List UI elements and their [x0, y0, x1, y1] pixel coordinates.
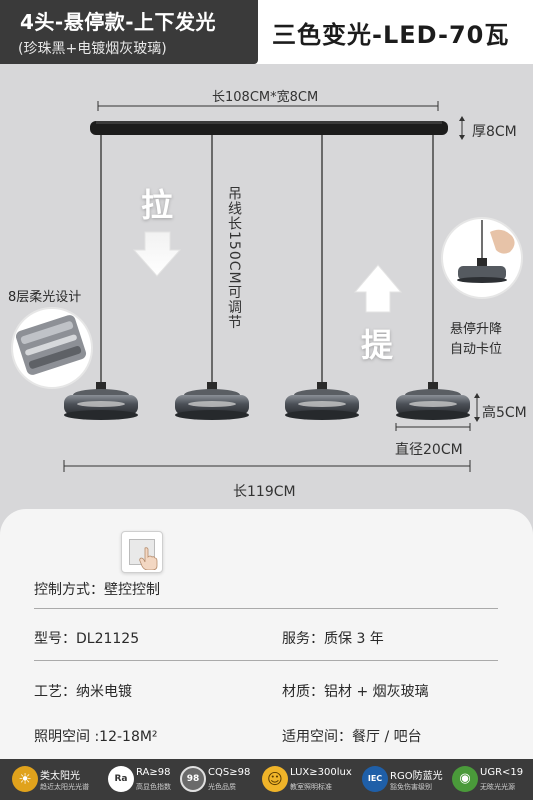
feature-title: RA≥98: [136, 767, 171, 778]
sun-icon: ☀: [12, 766, 38, 792]
divider: [34, 660, 498, 661]
layers-label: 8层柔光设计: [8, 290, 82, 305]
spec-panel: 控制方式：壁控控制 型号：DL21125 服务：质保 3 年 工艺：纳米电镀 材…: [0, 509, 533, 759]
hover-detail-icon: [441, 217, 523, 299]
arrow-up-icon: [353, 264, 403, 313]
feature-lux: ☺ LUX≥300lux 教室照明标准: [262, 763, 354, 797]
feature-sunlight: ☀ 类太阳光 趋近太阳光光谱: [12, 763, 96, 797]
material-spec: 材质：铝材 + 烟灰玻璃: [282, 684, 429, 700]
area-spec: 照明空间 :12-18M²: [34, 729, 158, 745]
feature-ra: Ra RA≥98 高显色指数: [108, 763, 178, 797]
top-width-dimension: 长108CM*宽8CM: [212, 90, 319, 105]
iec-icon: IEC: [362, 766, 388, 792]
feature-desc: 无眩光光源: [480, 783, 515, 791]
lift-label: 提: [361, 326, 394, 364]
feature-bar: ☀ 类太阳光 趋近太阳光光谱 Ra RA≥98 高显色指数 98 CQS≥98 …: [0, 759, 533, 800]
total-length-dimension: 长119CM: [233, 484, 296, 500]
smile-icon: ☺: [262, 766, 288, 792]
cqs-icon: 98: [180, 766, 206, 792]
pendant-lamp: [64, 382, 138, 420]
ceiling-canopy: [90, 121, 448, 135]
feature-desc: 豁免伤害级别: [390, 783, 432, 791]
feature-title: 类太阳光: [40, 771, 80, 782]
thickness-dimension: 厚8CM: [472, 124, 517, 140]
hover-label-line2: 自动卡位: [450, 342, 503, 357]
lamp-illustration: [11, 101, 523, 472]
header-title-block: 4头-悬停款-上下发光 (珍珠黑+电镀烟灰玻璃): [0, 0, 258, 64]
space-spec: 适用空间：餐厅 / 吧台: [282, 729, 422, 745]
feature-title: CQS≥98: [208, 767, 251, 778]
pendant-lamp: [175, 382, 249, 420]
craft-spec: 工艺：纳米电镀: [34, 684, 132, 700]
feature-ugr: ◉ UGR<19 无眩光光源: [452, 763, 530, 797]
feature-desc: 趋近太阳光光谱: [40, 783, 89, 791]
lamp-diameter-dimension: 直径20CM: [395, 442, 463, 458]
service-spec: 服务：质保 3 年: [282, 631, 384, 647]
ra-icon: Ra: [108, 766, 134, 792]
divider: [34, 608, 498, 609]
pendant-lamp: [396, 382, 470, 420]
feature-desc: 教室照明标准: [290, 783, 332, 791]
layers-detail-icon: [11, 307, 93, 389]
product-title: 4头-悬停款-上下发光: [20, 10, 217, 34]
pendant-lamp: [285, 382, 359, 420]
feature-title: UGR<19: [480, 767, 524, 778]
hover-label-line1: 悬停升降: [450, 322, 503, 337]
arrow-down-icon: [132, 231, 182, 277]
feature-title: LUX≥300lux: [290, 767, 352, 778]
eye-icon: ◉: [452, 766, 478, 792]
wire-length-label: 吊线长150CM可调节: [226, 186, 242, 330]
feature-desc: 高显色指数: [136, 783, 171, 791]
control-spec: 控制方式：壁控控制: [34, 582, 160, 598]
feature-title: RGO防蓝光: [390, 771, 443, 782]
model-spec: 型号：DL21125: [34, 631, 140, 647]
light-spec-title: 三色变光-LED-70瓦: [272, 21, 510, 49]
header-bar: 4头-悬停款-上下发光 (珍珠黑+电镀烟灰玻璃) 三色变光-LED-70瓦: [0, 0, 533, 64]
wall-switch-icon: [121, 531, 163, 573]
feature-desc: 光色品质: [208, 783, 236, 791]
pull-label: 拉: [141, 186, 174, 224]
product-subtitle: (珍珠黑+电镀烟灰玻璃): [18, 41, 167, 57]
feature-cqs: 98 CQS≥98 光色品质: [180, 763, 260, 797]
feature-iec: IEC RGO防蓝光 豁免伤害级别: [362, 763, 446, 797]
lamp-height-dimension: 高5CM: [482, 405, 527, 421]
